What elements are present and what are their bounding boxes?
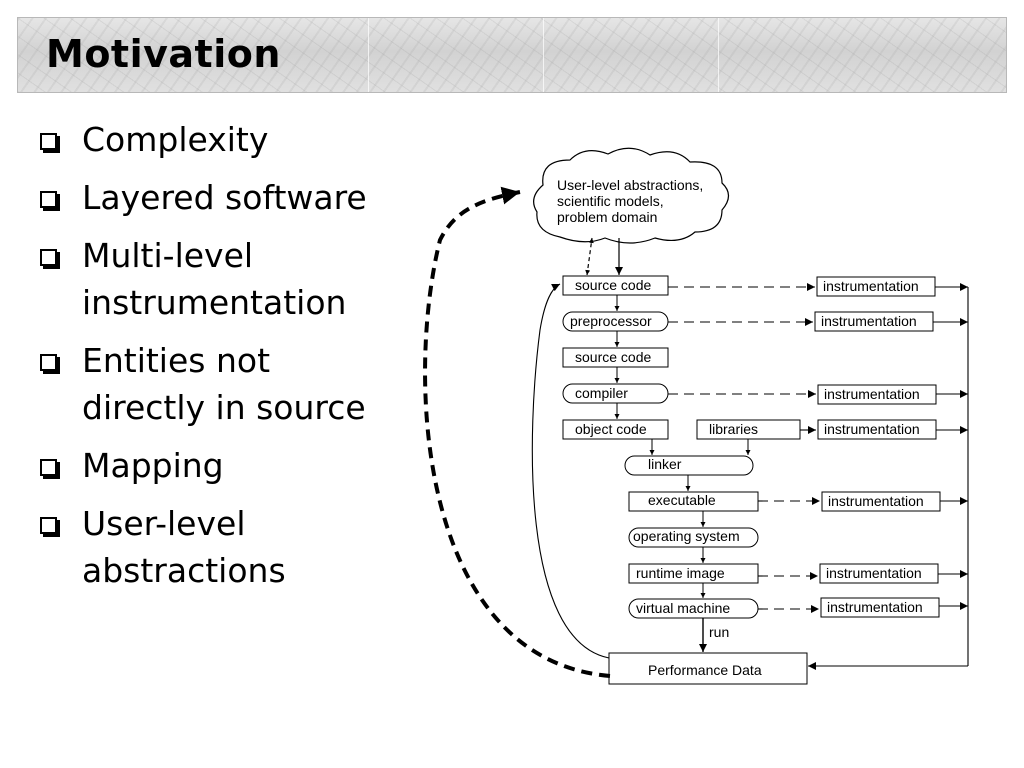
bullet-line: Entities not [82, 341, 271, 380]
checkbox-bullet-icon [40, 459, 57, 476]
instrumentation-label: instrumentation [824, 386, 920, 402]
bullet-item: Complexity [38, 116, 418, 163]
bullet-line: Complexity [82, 120, 269, 159]
bullet-item: Multi-level instrumentation [38, 232, 418, 326]
cloud-text: User-level abstractions, [557, 177, 703, 193]
instrumentation-box: instrumentation [816, 276, 936, 297]
stage-label: preprocessor [570, 313, 652, 329]
instrumentation-label: instrumentation [828, 493, 924, 509]
instrumentation-label: instrumentation [827, 599, 923, 615]
instrumentation-box: instrumentation [819, 563, 939, 584]
bullet-line: Layered software [82, 178, 367, 217]
stage-object-code: object code [562, 419, 669, 440]
stage-label: object code [575, 421, 647, 437]
instrumentation-label: instrumentation [826, 565, 922, 581]
bullet-item: Entities not directly in source [38, 337, 418, 431]
checkbox-bullet-icon [40, 133, 57, 150]
bullet-line: Mapping [82, 446, 224, 485]
instrumentation-box: instrumentation [821, 491, 941, 512]
instrumentation-box: instrumentation [814, 311, 934, 332]
stage-label: libraries [709, 421, 758, 437]
stage-label: operating system [633, 528, 740, 544]
checkbox-bullet-icon [40, 191, 57, 208]
slide-title: Motivation [46, 32, 281, 76]
title-bar-seam [718, 18, 719, 92]
cloud-text: problem domain [557, 209, 657, 225]
instrumentation-label: instrumentation [823, 278, 919, 294]
bullet-item: User-level abstractions [38, 500, 418, 594]
title-bar: Motivation [17, 17, 1007, 93]
stage-label: executable [648, 492, 716, 508]
bullet-item: Layered software [38, 174, 418, 221]
stage-preprocessor: preprocessor [562, 311, 669, 332]
checkbox-bullet-icon [40, 249, 57, 266]
bullet-line: User-level [82, 504, 246, 543]
stage-label: compiler [575, 385, 628, 401]
instrumentation-label: instrumentation [821, 313, 917, 329]
title-bar-seam [368, 18, 369, 92]
abstraction-mapping-arrow [423, 186, 611, 678]
stage-label: source code [575, 277, 651, 293]
bullet-list: Complexity Layered software Multi-level i… [38, 116, 418, 605]
flow-arrows [614, 295, 751, 598]
feedback-arrow [531, 283, 610, 659]
cloud-link-arrow [585, 237, 594, 276]
stage-runtime-image: runtime image [628, 563, 759, 584]
bullet-line: Multi-level [82, 236, 254, 275]
bullet-line: abstractions [82, 551, 286, 590]
title-bar-seam [543, 18, 544, 92]
performance-data-box: Performance Data [608, 652, 808, 685]
stage-source-code-1: source code [562, 275, 669, 296]
bullet-item: Mapping [38, 442, 418, 489]
instrumentation-arrows [668, 283, 820, 613]
stage-label: runtime image [636, 565, 725, 581]
user-level-cloud: User-level abstractions, scientific mode… [533, 147, 730, 244]
stage-operating-system: operating system [628, 527, 759, 548]
instrumentation-box: instrumentation [820, 597, 940, 618]
stage-label: linker [648, 456, 682, 472]
stage-executable: executable [628, 491, 759, 512]
stage-linker: linker [624, 455, 754, 476]
stage-virtual-machine: virtual machine [628, 598, 759, 619]
instrumentation-box: instrumentation [817, 419, 937, 440]
cloud-text: scientific models, [557, 193, 664, 209]
stage-compiler: compiler [562, 383, 669, 404]
stage-libraries: libraries [696, 419, 801, 440]
collector-lines [808, 283, 969, 670]
bullet-line: instrumentation [82, 283, 347, 322]
checkbox-bullet-icon [40, 354, 57, 371]
stage-label: Performance Data [648, 662, 762, 678]
checkbox-bullet-icon [40, 517, 57, 534]
stage-label: source code [575, 349, 651, 365]
instrumentation-label: instrumentation [824, 421, 920, 437]
stage-source-code-2: source code [562, 347, 669, 368]
instrumentation-box: instrumentation [817, 384, 937, 405]
run-label: run [709, 624, 729, 640]
bullet-line: directly in source [82, 388, 366, 427]
stage-label: virtual machine [636, 600, 730, 616]
